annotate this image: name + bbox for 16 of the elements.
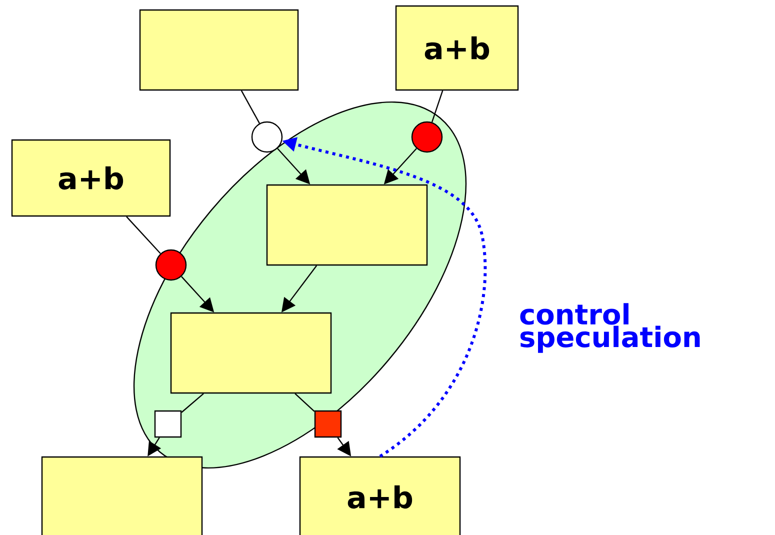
box: a+b (395, 5, 519, 91)
circle-marker (251, 121, 283, 153)
box (41, 456, 203, 535)
circle-marker (155, 249, 187, 281)
box (266, 184, 428, 266)
connector-line (240, 90, 260, 124)
connector-line (431, 90, 444, 122)
connector-line (126, 216, 161, 254)
box (170, 312, 332, 394)
box: a+b (299, 456, 461, 535)
connector-line (294, 393, 315, 412)
connector-line (181, 393, 204, 413)
box: a+b (11, 139, 171, 217)
box (139, 9, 299, 91)
square-marker (314, 410, 342, 438)
edge-label: control speculation (520, 303, 700, 353)
